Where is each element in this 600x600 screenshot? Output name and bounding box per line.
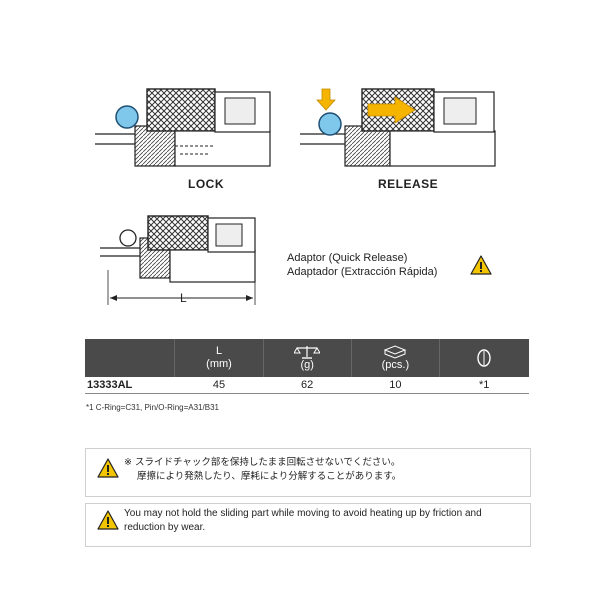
footnote: *1 C-Ring=C31, Pin/O-Ring=A31/B31 xyxy=(86,403,219,412)
model-number: 13333AL xyxy=(85,377,175,394)
weight-value: 62 xyxy=(263,377,352,394)
warning-box-jp xyxy=(85,448,531,497)
adaptor-name: Adaptor (Quick Release) Adaptador (Extra… xyxy=(287,251,437,279)
release-ball-icon xyxy=(318,112,342,136)
table-row: 13333AL 45 62 10 *1 xyxy=(85,377,529,394)
warning-triangle-icon xyxy=(97,458,119,478)
lock-ball-icon xyxy=(115,105,139,129)
right-arrow-icon xyxy=(367,96,416,124)
down-arrow-icon xyxy=(316,88,336,111)
release-label: RELEASE xyxy=(378,177,439,191)
header-ring xyxy=(439,339,529,377)
scale-icon xyxy=(294,345,321,359)
header-weight: (g) xyxy=(263,339,352,377)
warning-jp-line1: ※ スライドチャック部を保持したまま回転させないでください。 xyxy=(124,457,401,468)
release-diagram xyxy=(300,88,496,167)
lock-label: LOCK xyxy=(188,177,224,191)
warning-triangle-icon xyxy=(470,255,492,275)
adaptor-dimension-diagram xyxy=(100,215,256,305)
warning-en-line1: You may not hold the sliding part while … xyxy=(124,508,482,519)
warning-box-en xyxy=(85,503,531,547)
adaptor-name-en: Adaptor (Quick Release) xyxy=(287,252,408,264)
warning-en-line2: reduction by wear. xyxy=(124,522,206,533)
dimension-label-l: L xyxy=(180,291,188,305)
warning-triangle-icon xyxy=(97,510,119,530)
length-value: 45 xyxy=(174,377,264,394)
lock-diagram xyxy=(95,88,271,167)
warning-jp-line2: 摩擦により発熱したり、摩耗により分解することがあります。 xyxy=(137,471,402,482)
o-ring-icon xyxy=(477,349,492,367)
adaptor-name-es: Adaptador (Extracción Rápida) xyxy=(287,266,438,278)
box-icon xyxy=(384,344,407,359)
header-model xyxy=(85,339,176,377)
table-header-row: L (mm) (g) xyxy=(85,339,529,377)
ring-value: *1 xyxy=(439,377,529,394)
header-pcs: (pcs.) xyxy=(351,339,440,377)
header-length: L (mm) xyxy=(174,339,264,377)
spec-table: L (mm) (g) xyxy=(85,339,529,394)
pcs-value: 10 xyxy=(351,377,440,394)
